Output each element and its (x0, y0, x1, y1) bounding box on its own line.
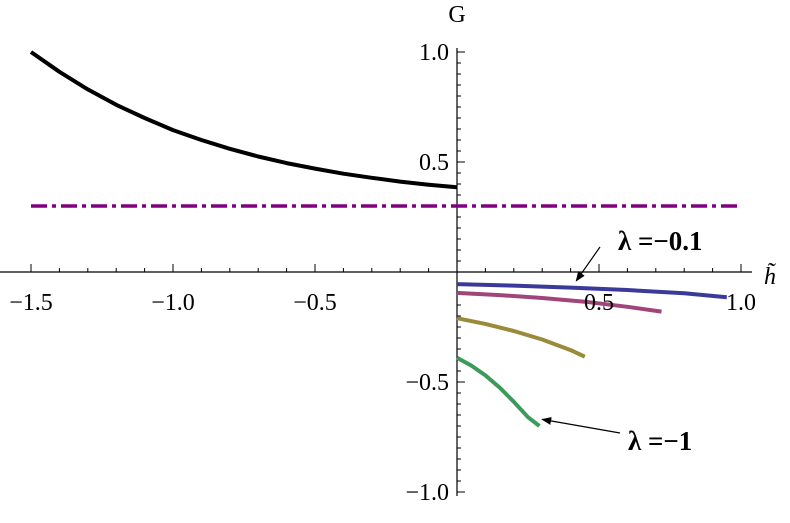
series-line-4 (456, 290, 662, 314)
x-tick-label: −1.0 (151, 290, 195, 316)
series-line-5 (456, 316, 586, 359)
annotation-label: λ =−1 (628, 426, 692, 456)
series-line-3 (456, 282, 727, 300)
series-group (29, 50, 741, 428)
axes (0, 48, 752, 496)
x-tick-label: −1.5 (9, 290, 53, 316)
annotation-arrow (575, 246, 601, 282)
x-tick-label: 1.0 (726, 290, 756, 316)
y-tick-label: 1.0 (419, 40, 449, 66)
x-tick-label: 0.5 (584, 290, 614, 316)
y-axis-title: G (448, 2, 465, 28)
x-tick-label: −0.5 (293, 290, 337, 316)
annotation-label: λ =−0.1 (618, 226, 703, 256)
y-tick-label: 0.5 (419, 150, 449, 176)
labels-group: −1.5 −1.0 −0.5 0.5 1.0 −1.0 −0.5 0.5 1.0 Gh̃ λ =−0… (9, 2, 776, 506)
x-axis-title: h̃ (764, 262, 776, 290)
series-line-6 (456, 356, 541, 428)
annotation-arrow (541, 417, 621, 434)
y-tick-label: −1.0 (405, 480, 449, 506)
y-tick-label: −0.5 (405, 370, 449, 396)
series-line-1 (29, 50, 458, 190)
